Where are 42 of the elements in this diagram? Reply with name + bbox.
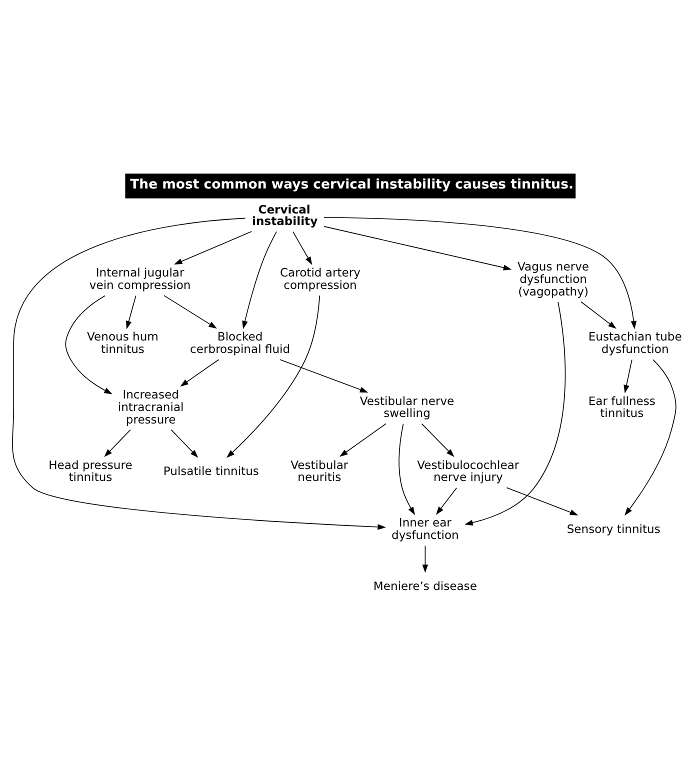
arrow: [624, 358, 676, 516]
node-text: Cervical instability: [252, 202, 318, 228]
node-text: Ear fullness tinnitus: [588, 393, 656, 420]
arrow: [324, 226, 512, 270]
arrow: [421, 422, 454, 457]
node-text: Pulsatile tinnitus: [163, 464, 259, 478]
arrow: [174, 230, 252, 264]
node-text: Eustachian tube dysfunction: [588, 329, 682, 356]
arrow: [324, 216, 637, 329]
node-text: Vestibulocochlear nerve injury: [417, 457, 520, 484]
node-text: Head pressure tinnitus: [48, 457, 132, 484]
node-text: Increased intracranial pressure: [118, 387, 184, 426]
arrow: [292, 230, 312, 264]
arrow: [464, 301, 566, 526]
arrow: [226, 294, 320, 458]
node-text: Meniere’s disease: [373, 578, 477, 592]
arrow: [340, 422, 386, 456]
diagram-title: The most common ways cervical instability causes tinnitus.: [130, 176, 574, 192]
node-text: Inner ear dysfunction: [392, 515, 459, 542]
arrow: [422, 544, 428, 572]
arrow: [126, 294, 136, 329]
arrow: [242, 230, 277, 329]
arrow: [170, 428, 198, 458]
arrow: [104, 428, 131, 457]
node-text: Carotid artery compression: [280, 265, 360, 292]
node-text: Venous hum tinnitus: [87, 329, 158, 356]
node-text: Vagus nerve dysfunction (vagopathy): [518, 258, 590, 298]
arrow: [12, 217, 386, 530]
arrow: [280, 358, 368, 392]
node-text: Blocked cerbrospinal fluid: [190, 329, 290, 356]
node-text: Vestibular neuritis: [290, 457, 348, 484]
arrow: [624, 358, 632, 393]
arrow: [65, 294, 112, 394]
arrow: [506, 486, 578, 515]
arrow: [164, 294, 218, 328]
arrow: [180, 358, 220, 386]
node-text: Vestibular nerve swelling: [360, 393, 454, 420]
arrow: [436, 486, 458, 514]
arrow: [580, 300, 616, 328]
node-text: Sensory tinnitus: [566, 521, 660, 536]
node-text: Internal jugular vein compression: [89, 265, 191, 292]
arrow: [398, 422, 416, 515]
